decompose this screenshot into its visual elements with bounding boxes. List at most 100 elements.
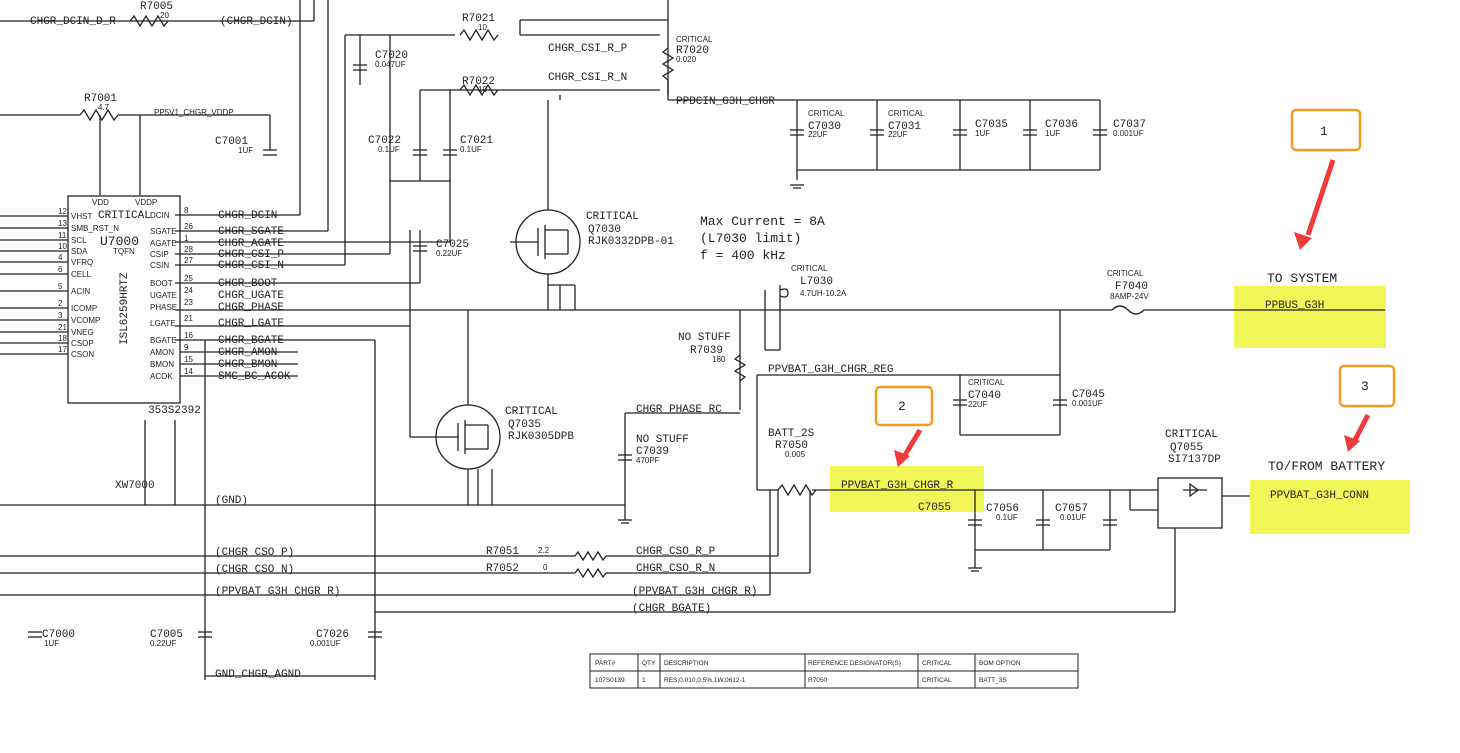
q7035-critical: CRITICAL [505,406,558,418]
ic-right-pin-number: 1 [184,234,189,243]
resistor-r7005 [129,14,169,28]
label-q7030: Q7030 [588,224,621,236]
ic-right-net-label: CHGR_CSI_N [218,260,284,272]
resistor-r7020 [661,47,785,101]
output-caps [785,99,1107,189]
capacitor-c7021 [443,149,457,156]
label-c7026: C7026 [316,629,349,641]
value-r7021: 10 [478,23,487,32]
net-cso-p: (CHGR_CSO_P) [215,547,294,559]
value-c7056: 0.1UF [996,513,1018,522]
bom-row-cell: RES,0.010,0.5%,1W,0612-1 [664,677,746,684]
ic-right-pin-label: AMON [150,348,174,357]
value-r7050: 0.005 [785,450,806,459]
snubber [618,354,747,524]
ic-left-pin-number: 17 [58,345,67,354]
resistor-r7050 [777,483,1130,573]
net-phase-rc: CHGR_PHASE_RC [636,404,722,416]
net-cso-n: (CHGR_CSO_N) [215,564,294,576]
c7031-critical: CRITICAL [888,109,925,118]
ic-left-pin-number: 4 [58,253,63,262]
ic-left-pin-label: CSON [71,350,94,359]
ic-right-pin-number: 26 [184,222,193,231]
label-q7055: Q7055 [1170,442,1203,454]
ic-left-pin-number: 21 [58,323,67,332]
note-max-current: Max Current = 8A [700,214,825,229]
bom-header-cell: REFERENCE DESIGNATOR(S) [808,660,901,667]
ic-right-net-label: CHGR_SGATE [218,226,284,238]
ic-left-pin-label: SCL [71,236,87,245]
label-c7045: C7045 [1072,389,1105,401]
battery-reg-node [756,374,1067,491]
label-to-battery: TO/FROM BATTERY [1268,459,1385,474]
resistor-r7001 [0,108,277,195]
label-c7037: C7037 [1113,119,1146,131]
ic-left-pin-number: 2 [58,299,63,308]
ic-right-pin-number: 21 [184,314,193,323]
ic-right-pin-label: AGATE [150,239,177,248]
callout-2-text: 2 [898,399,906,414]
callout-2: 2 [874,385,934,467]
ic-part: ISL6259HRTZ [119,272,131,345]
ic-right-pin-number: 24 [184,286,193,295]
callout-1-text: 1 [1320,124,1328,139]
callout-1: 1 [1290,108,1362,250]
part-q7030: RJK0332DPB-01 [588,236,674,248]
q7030-critical: CRITICAL [586,211,639,223]
ic-u7000-body [67,195,181,404]
ic-right-pin-number: 25 [184,274,193,283]
ic-name: U7000 [100,234,139,249]
capacitor-c7022 [413,149,427,156]
label-c7040: C7040 [968,390,1001,402]
label-c7020: C7020 [375,50,408,62]
ic-right-pin-number: 27 [184,256,193,265]
ic-pkg: TQFN [113,247,135,256]
bom-row-cell: R7050 [808,677,828,684]
value-c7040: 22UF [968,400,988,409]
label-c7039: C7039 [636,446,669,458]
ic-right-net-label: CHGR_BMON [218,359,277,371]
label-c7055: C7055 [918,502,951,514]
value-c7035: 1UF [975,129,990,138]
value-r7052: 0 [543,563,548,572]
label-r7051: R7051 [486,546,519,558]
mosfet-q7030 [510,100,581,310]
value-r7020: 0.020 [676,55,697,64]
value-c7031: 22UF [888,130,908,139]
ic-left-pin-number: 18 [58,334,67,343]
callout-3: 3 [1338,364,1396,452]
capacitor-c7020 [353,64,367,71]
mosfet-q7055 [375,477,1250,613]
value-c7005: 0.22UF [150,639,176,648]
ic-left-pin-label: SDA [71,247,88,256]
bom-table [589,653,1079,689]
ic-right-net-label: CHGR_PHASE [218,302,284,314]
bom-row-cell: BATT_3S [979,677,1007,684]
label-c7025: C7025 [436,239,469,251]
ic-left-pin-label: CELL [71,270,92,279]
ic-right-net-label: CHGR_CSI_P [218,249,284,261]
value-c7025: 0.22UF [436,249,462,258]
r7039-nostuff: NO STUFF [678,332,731,344]
value-c7039: 470PF [636,456,660,465]
net-csi-r-n: CHGR_CSI_R_N [548,72,627,84]
ic-left-pin-number: 5 [58,282,63,291]
label-c7056: C7056 [986,503,1019,515]
f7040-critical: CRITICAL [1107,269,1144,278]
bottom-nets [0,339,810,680]
label-c7021: C7021 [460,135,493,147]
ic-right-net-label: CHGR_DCIN [218,210,277,222]
net-gnd: (GND) [215,495,248,507]
capacitor-c7025 [175,230,427,437]
ic-left-pin-label: VHST [71,212,92,221]
ic-right-pin-number: 15 [184,355,193,364]
highlight-ppvbat-chgr-r [830,466,984,512]
net-gnd-agnd: GND_CHGR_AGND [215,669,301,681]
value-c7026: 0.001UF [310,639,341,648]
ic-left-pin-label: VNEG [71,328,94,337]
c7040-critical: CRITICAL [968,378,1005,387]
value-c7001: 1UF [238,146,253,155]
ic-left-pin-number: 12 [58,207,67,216]
label-to-system: TO SYSTEM [1267,271,1337,286]
